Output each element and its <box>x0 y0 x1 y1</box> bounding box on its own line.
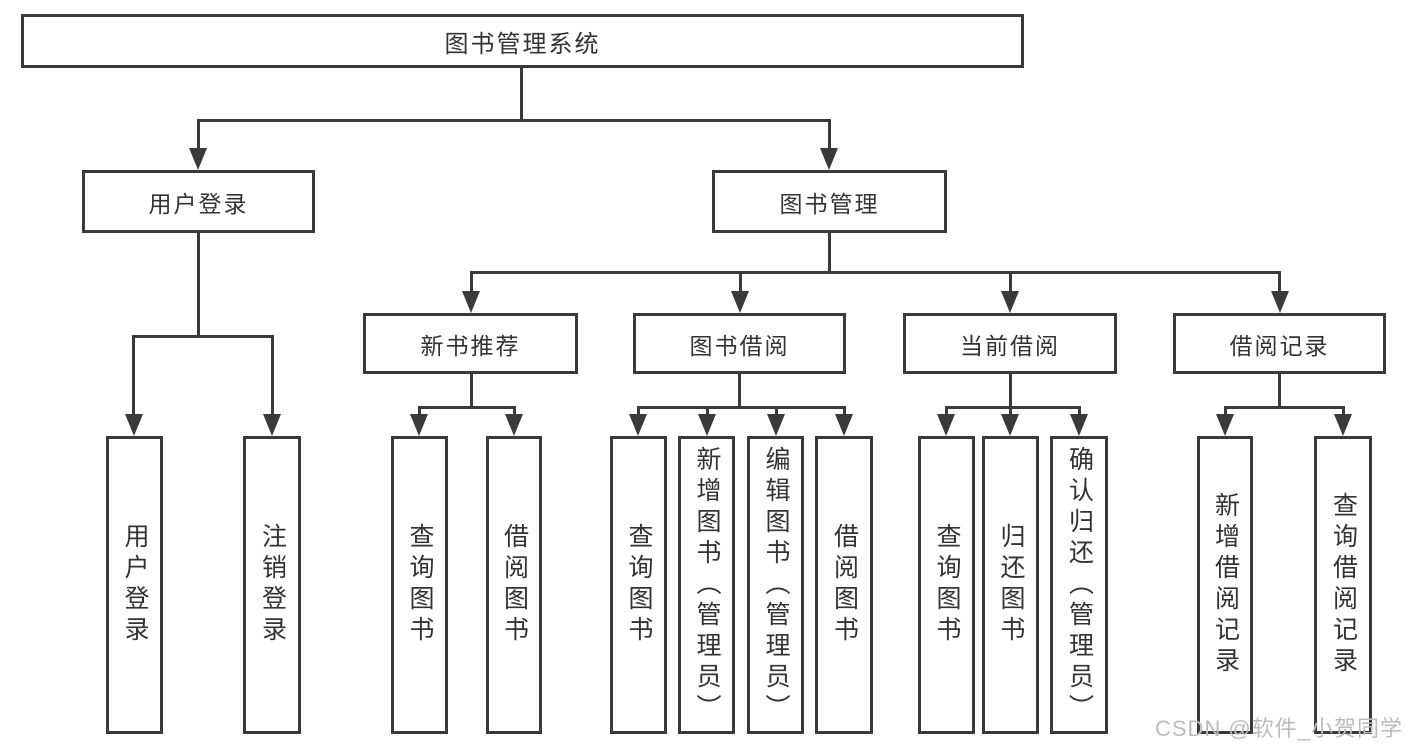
connector-vline <box>945 406 948 418</box>
arrowhead-icon <box>410 414 428 436</box>
leaf-borrow-books-borrowing: 借阅图书 <box>815 436 873 734</box>
connector-vline <box>1278 372 1281 408</box>
arrowhead-icon <box>698 414 716 436</box>
leaf-user-login: 用户登录 <box>106 436 163 734</box>
csdn-watermark: CSDN @软件_小贺同学 <box>1154 716 1403 741</box>
connector-vline <box>197 231 200 337</box>
arrowhead-icon <box>1001 291 1019 313</box>
arrowhead-icon <box>820 148 838 170</box>
leaf-query-books-current-label: 查询图书 <box>933 523 961 647</box>
connector-vline <box>520 66 523 121</box>
connector-hline <box>1224 406 1345 409</box>
leaf-add-book-admin-label: 新增图书（管理员） <box>693 445 721 725</box>
node-borrowing-records: 借阅记录 <box>1173 313 1386 374</box>
leaf-edit-book-admin: 编辑图书（管理员） <box>747 436 804 734</box>
arrowhead-icon <box>767 414 785 436</box>
connector-vline <box>1009 406 1012 418</box>
connector-vline <box>828 231 831 274</box>
arrowhead-icon <box>189 148 207 170</box>
connector-hline <box>637 406 845 409</box>
connector-vline <box>470 271 473 295</box>
leaf-logout: 注销登录 <box>243 436 301 734</box>
leaf-add-borrow-record: 新增借阅记录 <box>1197 436 1253 734</box>
connector-vline <box>828 119 831 152</box>
arrowhead-icon <box>629 414 647 436</box>
node-root: 图书管理系统 <box>21 14 1024 68</box>
connector-vline <box>775 406 778 418</box>
arrowhead-icon <box>1001 414 1019 436</box>
arrowhead-icon <box>1334 414 1352 436</box>
leaf-borrow-books-recommend: 借阅图书 <box>486 436 542 734</box>
leaf-logout-label: 注销登录 <box>258 523 287 647</box>
arrowhead-icon <box>937 414 955 436</box>
leaf-query-books-borrowing-label: 查询图书 <box>625 523 653 647</box>
leaf-user-login-label: 用户登录 <box>121 523 149 647</box>
leaf-query-books-recommend: 查询图书 <box>391 436 448 734</box>
arrowhead-icon <box>1070 414 1088 436</box>
connector-vline <box>1078 406 1081 418</box>
leaf-borrow-books-borrowing-label: 借阅图书 <box>830 523 859 647</box>
connector-vline <box>843 406 846 418</box>
connector-vline <box>706 406 709 418</box>
node-current-borrowing-label: 当前借阅 <box>960 332 1060 359</box>
arrowhead-icon <box>1216 414 1234 436</box>
connector-hline <box>197 119 831 122</box>
node-book-borrowing: 图书借阅 <box>633 313 846 374</box>
leaf-add-book-admin: 新增图书（管理员） <box>678 436 735 734</box>
leaf-query-books-borrowing: 查询图书 <box>610 436 667 734</box>
connector-hline <box>418 406 516 409</box>
leaf-query-borrow-record-label: 查询借阅记录 <box>1329 492 1358 678</box>
arrowhead-icon <box>462 291 480 313</box>
node-new-book-recommendation-label: 新书推荐 <box>420 332 521 359</box>
arrowhead-icon <box>835 414 853 436</box>
arrowhead-icon <box>731 291 749 313</box>
leaf-query-borrow-record: 查询借阅记录 <box>1314 436 1372 734</box>
connector-vline <box>197 119 200 152</box>
arrowhead-icon <box>505 414 523 436</box>
node-current-borrowing: 当前借阅 <box>903 313 1117 374</box>
node-borrowing-records-label: 借阅记录 <box>1229 332 1330 359</box>
leaf-return-books: 归还图书 <box>982 436 1039 734</box>
connector-vline <box>1009 372 1012 408</box>
connector-vline <box>470 372 473 408</box>
node-root-label: 图书管理系统 <box>444 30 601 58</box>
arrowhead-icon <box>1271 291 1289 313</box>
leaf-return-books-label: 归还图书 <box>997 523 1025 647</box>
leaf-edit-book-admin-label: 编辑图书（管理员） <box>762 445 790 725</box>
connector-vline <box>271 335 274 417</box>
node-book-management: 图书管理 <box>712 170 947 233</box>
connector-vline <box>1278 271 1281 295</box>
arrowhead-icon <box>263 414 281 436</box>
connector-hline <box>470 271 1281 274</box>
connector-vline <box>637 406 640 418</box>
connector-hline <box>132 335 274 338</box>
node-new-book-recommendation: 新书推荐 <box>363 313 578 374</box>
connector-vline <box>1342 406 1345 418</box>
connector-vline <box>513 406 516 418</box>
leaf-confirm-return-admin: 确认归还（管理员） <box>1050 436 1108 734</box>
node-user-login: 用户登录 <box>82 170 315 233</box>
node-user-login-label: 用户登录 <box>148 190 249 217</box>
leaf-query-books-current: 查询图书 <box>918 436 975 734</box>
connector-vline <box>132 335 135 417</box>
leaf-add-borrow-record-label: 新增借阅记录 <box>1211 492 1240 678</box>
leaf-borrow-books-recommend-label: 借阅图书 <box>500 523 529 647</box>
connector-vline <box>738 372 741 408</box>
node-book-management-label: 图书管理 <box>779 190 880 217</box>
leaf-confirm-return-admin-label: 确认归还（管理员） <box>1065 445 1094 725</box>
connector-vline <box>1224 406 1227 418</box>
node-book-borrowing-label: 图书借阅 <box>689 332 790 359</box>
arrowhead-icon <box>125 414 143 436</box>
connector-vline <box>739 271 742 295</box>
connector-vline <box>418 406 421 418</box>
connector-vline <box>1009 271 1012 295</box>
connector-hline <box>945 406 1081 409</box>
leaf-query-books-recommend-label: 查询图书 <box>406 523 434 647</box>
